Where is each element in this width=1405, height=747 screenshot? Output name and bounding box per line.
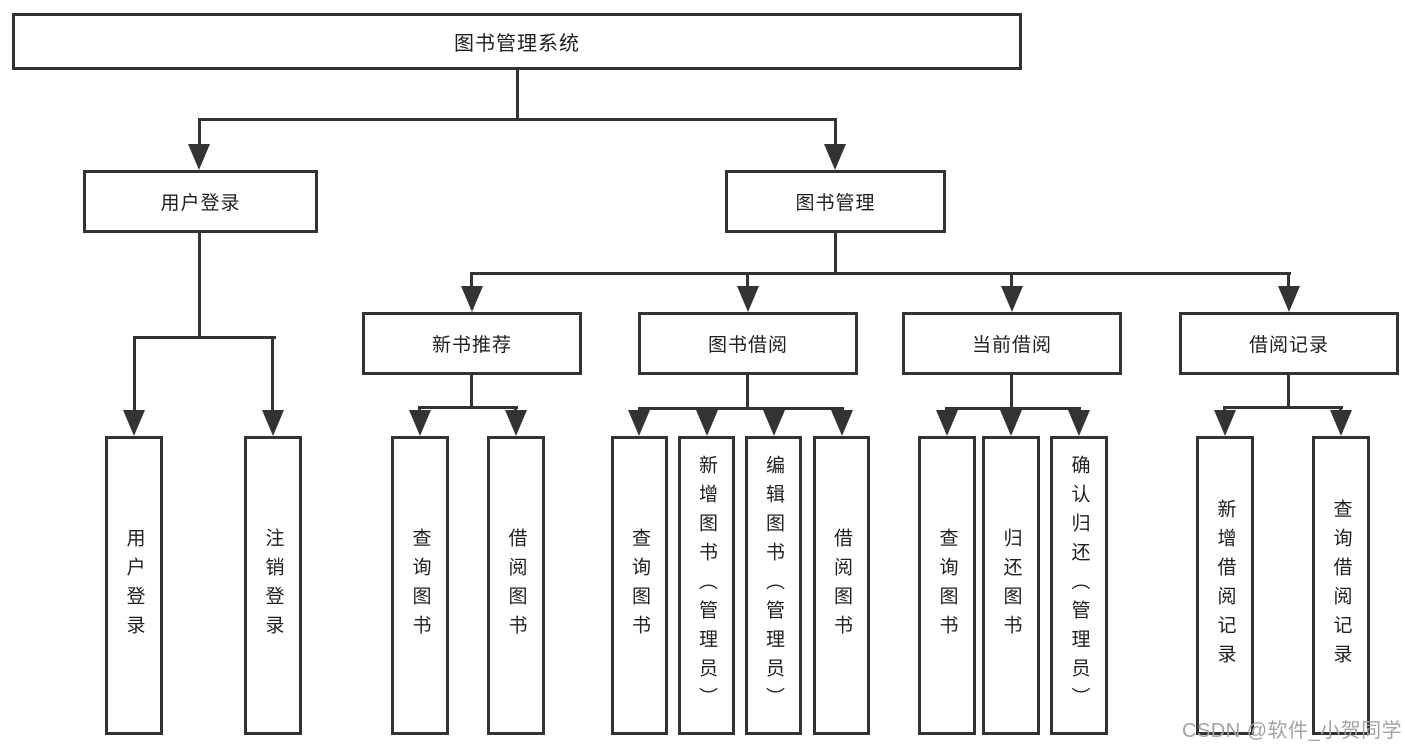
node-borrow-records: 借阅记录 <box>1179 312 1399 375</box>
arrow-down-icon <box>1068 410 1090 436</box>
leaf-label: 查询图书 <box>936 527 958 644</box>
leaf-label: 借阅图书 <box>831 527 852 644</box>
leaf-label: 注销登录 <box>262 527 284 644</box>
arrow-down-icon <box>628 410 650 436</box>
connector-vline <box>1010 375 1013 407</box>
leaf-confirm-return-admin: 确认归还（管理员） <box>1050 436 1108 735</box>
connector-hline <box>198 118 837 121</box>
connector-hline <box>133 336 276 339</box>
node-current-borrow: 当前借阅 <box>902 312 1122 375</box>
connector-vline <box>1223 406 1226 412</box>
connector-vline <box>470 272 473 290</box>
connector-vline <box>198 233 201 336</box>
connector-hline <box>470 272 1291 275</box>
connector-vline <box>470 375 473 406</box>
connector-vline <box>746 272 749 290</box>
connector-vline <box>1287 272 1290 290</box>
arrow-down-icon <box>1001 286 1023 312</box>
arrow-down-icon <box>737 286 759 312</box>
leaf-label: 归还图书 <box>1000 527 1022 644</box>
leaf-label: 查询图书 <box>629 527 650 644</box>
arrow-down-icon <box>505 410 527 436</box>
leaf-label: 借阅图书 <box>505 527 527 644</box>
connector-vline <box>834 118 837 146</box>
node-user-login: 用户登录 <box>83 170 318 233</box>
arrow-down-icon <box>409 410 431 436</box>
leaf-label: 新增借阅记录 <box>1214 498 1236 673</box>
connector-vline <box>514 406 517 412</box>
arrow-down-icon <box>1000 410 1022 436</box>
arrow-down-icon <box>188 144 210 170</box>
leaf-label: 确认归还（管理员） <box>1068 455 1090 716</box>
leaf-search-borrow-record: 查询借阅记录 <box>1312 436 1370 735</box>
node-book-borrow: 图书借阅 <box>638 312 858 375</box>
arrow-down-icon <box>763 410 785 436</box>
connector-vline <box>271 336 274 410</box>
leaf-return-books: 归还图书 <box>982 436 1040 735</box>
arrow-down-icon <box>696 410 718 436</box>
node-book-management: 图书管理 <box>725 170 946 233</box>
arrow-down-icon <box>1214 410 1236 436</box>
leaf-edit-books-admin: 编辑图书（管理员） <box>745 436 802 735</box>
node-new-book-recommend: 新书推荐 <box>362 312 582 375</box>
arrow-down-icon <box>461 286 483 312</box>
connector-vline <box>1339 406 1342 412</box>
leaf-label: 新增图书（管理员） <box>696 455 717 716</box>
leaf-add-borrow-record: 新增借阅记录 <box>1196 436 1254 735</box>
connector-hline <box>1223 406 1343 409</box>
leaf-label: 查询图书 <box>409 527 431 644</box>
connector-vline <box>1010 272 1013 290</box>
connector-vline <box>133 336 136 410</box>
connector-vline <box>516 70 519 118</box>
leaf-search-books-borrow: 查询图书 <box>611 436 668 735</box>
connector-vline <box>198 118 201 146</box>
connector-vline <box>418 406 421 412</box>
connector-vline <box>746 375 749 407</box>
leaf-borrow-books-recommend: 借阅图书 <box>487 436 545 735</box>
leaf-label: 查询借阅记录 <box>1330 498 1352 673</box>
arrow-down-icon <box>936 410 958 436</box>
leaf-logout: 注销登录 <box>244 436 302 735</box>
leaf-label: 用户登录 <box>123 527 145 644</box>
leaf-add-books-admin: 新增图书（管理员） <box>678 436 735 735</box>
node-library-management-system: 图书管理系统 <box>12 13 1022 70</box>
arrow-down-icon <box>1278 286 1300 312</box>
leaf-borrow-books: 借阅图书 <box>813 436 870 735</box>
connector-hline <box>418 406 518 409</box>
leaf-user-login: 用户登录 <box>105 436 163 735</box>
leaf-search-books-recommend: 查询图书 <box>391 436 449 735</box>
leaf-search-books-current: 查询图书 <box>918 436 976 735</box>
connector-vline <box>1287 375 1290 406</box>
csdn-watermark: CSDN @软件_小贺同学 <box>1182 720 1403 742</box>
arrow-down-icon <box>831 410 853 436</box>
arrow-down-icon <box>824 144 846 170</box>
connector-hline <box>638 407 844 410</box>
leaf-label: 编辑图书（管理员） <box>763 455 784 716</box>
connector-hline <box>945 407 1081 410</box>
arrow-down-icon <box>262 410 284 436</box>
arrow-down-icon <box>123 410 145 436</box>
connector-vline <box>834 233 837 272</box>
arrow-down-icon <box>1330 410 1352 436</box>
